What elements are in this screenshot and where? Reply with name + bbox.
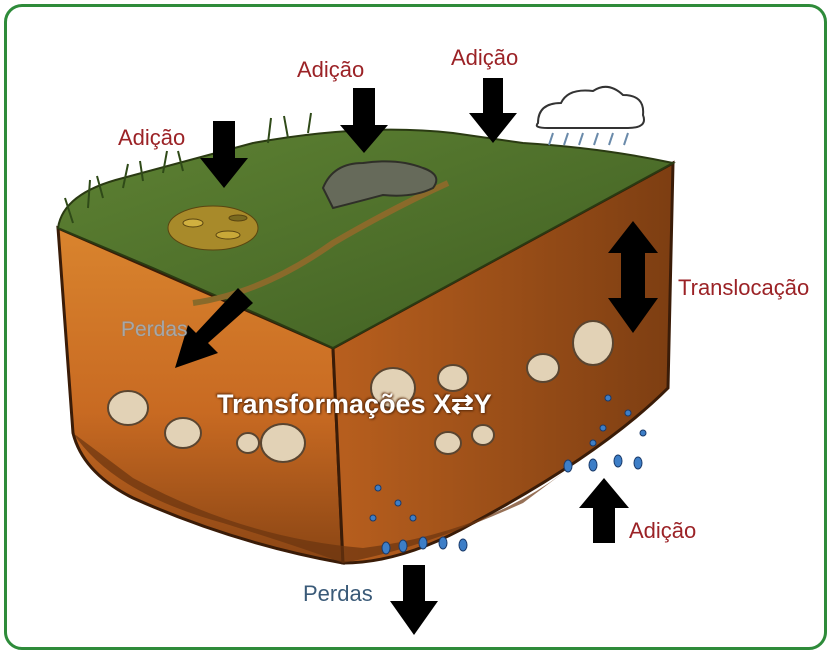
label-transformacoes: Transformações X⇄Y — [217, 389, 492, 420]
label-translocacao: Translocação — [678, 277, 809, 299]
leaf-litter-icon — [168, 206, 258, 250]
label-adicao-right: Adição — [451, 47, 518, 69]
label-adicao-mid: Adição — [297, 59, 364, 81]
cloud-rain-icon — [537, 87, 644, 145]
label-adicao-bottom: Adição — [629, 520, 696, 542]
label-perdas-side: Perdas — [121, 319, 188, 340]
label-perdas-bottom: Perdas — [303, 583, 373, 605]
diagram-frame: Adição Adição Adição Translocação Adição… — [4, 4, 827, 650]
label-adicao-left: Adição — [118, 127, 185, 149]
